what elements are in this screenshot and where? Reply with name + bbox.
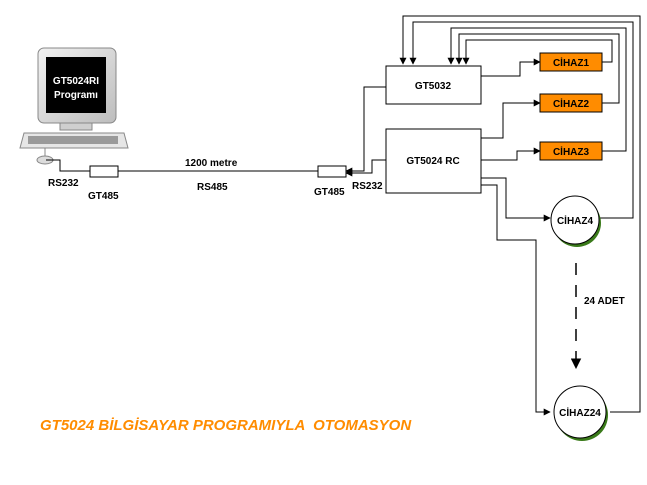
- link-cihaz3: [481, 147, 541, 161]
- cihaz3-label: CİHAZ3: [553, 145, 590, 158]
- link-cihaz4: [481, 177, 551, 222]
- rs232-right-label: RS232: [352, 181, 383, 192]
- rs485-label: RS485: [197, 182, 228, 193]
- gt5032-label: GT5032: [415, 81, 452, 92]
- link-cihaz2: [481, 99, 541, 139]
- link-to-gt5024rc: [345, 159, 386, 177]
- gt5024rc-box: [385, 128, 482, 194]
- gt485-right-box: [317, 165, 347, 178]
- rs232-left-label: RS232: [48, 178, 79, 189]
- cihaz4-circle: [550, 195, 600, 245]
- cihaz4-label: CİHAZ4: [557, 214, 594, 227]
- gt5032-box: [385, 65, 482, 105]
- link-to-gt5032: [345, 86, 386, 175]
- cihaz24-circle: [553, 385, 607, 439]
- screen-line2: Programı: [54, 90, 98, 101]
- diagram-title: GT5024 BİLGİSAYAR PROGRAMIYLA OTOMASYON: [40, 417, 412, 434]
- feedback-lines: [399, 15, 641, 413]
- cihaz2-label: CİHAZ2: [553, 97, 590, 110]
- gt485-left-box: [89, 165, 119, 178]
- distance-label: 1200 metre: [185, 158, 238, 169]
- count-label: 24 ADET: [584, 296, 625, 307]
- screen-line1: GT5024RI: [53, 76, 99, 87]
- computer-screen: [46, 57, 106, 113]
- gt485-right-label: GT485: [314, 187, 345, 198]
- gt5024rc-label: GT5024 RC: [406, 156, 459, 167]
- rs232-left-link: [46, 159, 90, 172]
- link-cihaz24: [481, 184, 551, 416]
- cihaz24-label: CİHAZ24: [559, 406, 601, 419]
- cihaz1-label: CİHAZ1: [553, 56, 590, 69]
- gt485-left-label: GT485: [88, 191, 119, 202]
- computer-icon: GT5024RI Programı: [19, 47, 129, 165]
- link-cihaz1: [481, 58, 541, 77]
